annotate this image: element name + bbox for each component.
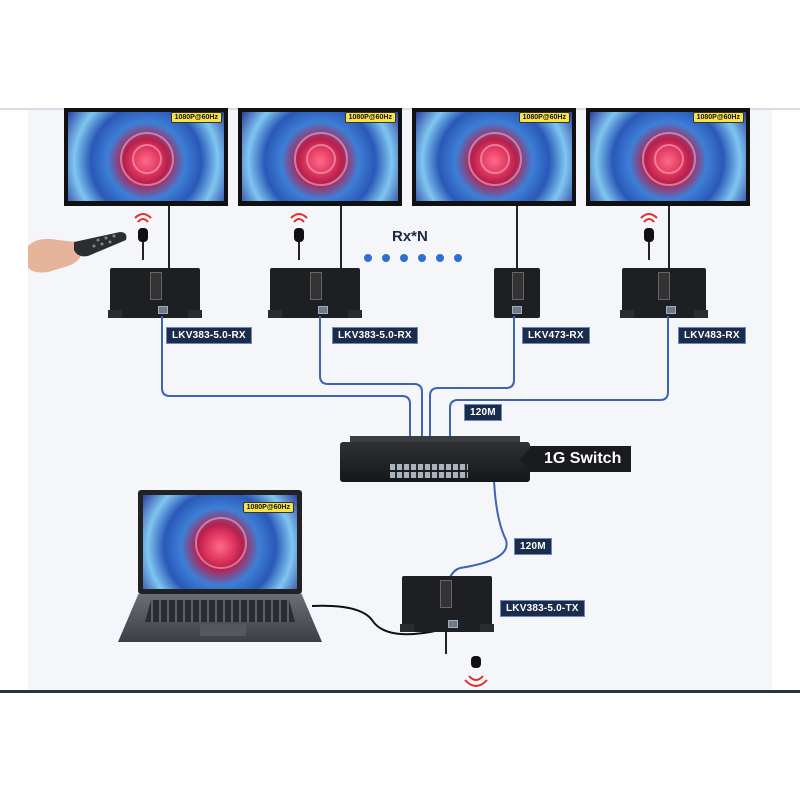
resolution-badge: 1080P@60Hz <box>692 112 744 123</box>
cable-length-label: 120M <box>514 538 552 555</box>
monitor-2: 1080P@60Hz <box>238 108 402 206</box>
monitor-screen-4 <box>590 112 746 201</box>
hdmi-cable <box>516 206 518 268</box>
ellipsis-dot <box>436 254 444 262</box>
receiver-device-1 <box>108 268 202 318</box>
cable-length-label: 120M <box>464 404 502 421</box>
ellipsis-dot <box>382 254 390 262</box>
resolution-badge: 1080P@60Hz <box>344 112 396 123</box>
ir-receiver-icon <box>134 213 152 260</box>
receiver-device-3 <box>494 268 540 318</box>
monitor-screen-1 <box>68 112 224 201</box>
monitor-screen-2 <box>242 112 398 201</box>
network-switch <box>340 436 530 482</box>
hdmi-cable <box>340 206 342 268</box>
resolution-badge: 1080P@60Hz <box>518 112 570 123</box>
receiver-label: LKV383-5.0-RX <box>332 327 418 344</box>
resolution-badge: 1080P@60Hz <box>242 502 294 513</box>
bottom-divider <box>0 690 800 693</box>
receiver-label: LKV473-RX <box>522 327 590 344</box>
ir-receiver-icon <box>290 213 308 260</box>
transmitter-device <box>400 576 494 632</box>
receiver-device-4 <box>620 268 708 318</box>
hdmi-cable <box>168 206 170 268</box>
ellipsis-dot <box>400 254 408 262</box>
ir-emitter-icon <box>464 656 488 687</box>
monitor-screen-3 <box>416 112 572 201</box>
laptop-keyboard <box>145 600 295 622</box>
switch-label-arrow <box>520 446 532 472</box>
transmitter-label: LKV383-5.0-TX <box>500 600 585 617</box>
ir-receiver-icon <box>640 213 658 260</box>
remote-control-hand-icon <box>28 232 127 273</box>
laptop-touchpad <box>200 624 246 636</box>
receiver-count-caption: Rx*N <box>392 228 428 245</box>
ellipsis-dot <box>418 254 426 262</box>
monitor-4: 1080P@60Hz <box>586 108 750 206</box>
receiver-label: LKV383-5.0-RX <box>166 327 252 344</box>
hdmi-cable <box>668 206 670 268</box>
laptop-screen: 1080P@60Hz <box>138 490 302 594</box>
resolution-badge: 1080P@60Hz <box>170 112 222 123</box>
monitor-3: 1080P@60Hz <box>412 108 576 206</box>
ellipsis-dot <box>364 254 372 262</box>
ellipsis-dot <box>454 254 462 262</box>
switch-label: 1G Switch <box>530 446 632 472</box>
receiver-label: LKV483-RX <box>678 327 746 344</box>
monitor-1: 1080P@60Hz <box>64 108 228 206</box>
receiver-device-2 <box>268 268 362 318</box>
